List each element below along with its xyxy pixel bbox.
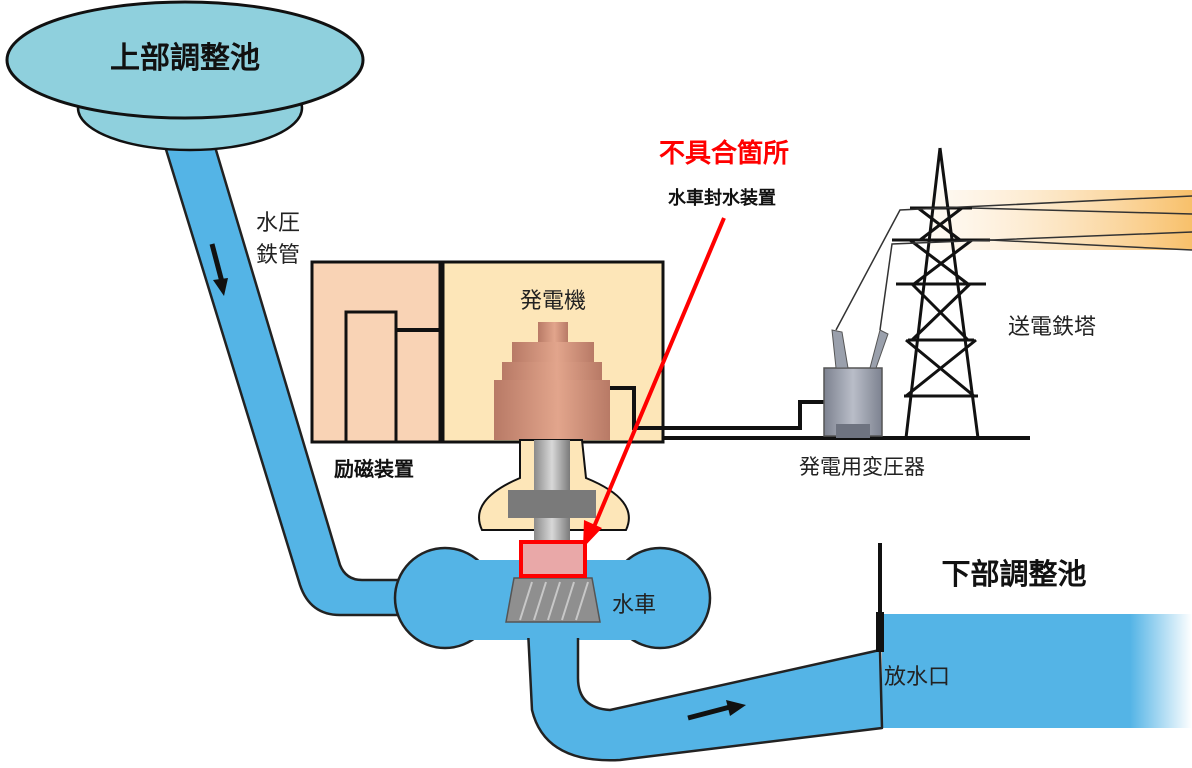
lower-reservoir-water (882, 614, 1192, 728)
transformer-label: 発電用変圧器 (799, 455, 925, 479)
shaft-coupling (508, 490, 596, 518)
transformer (823, 329, 889, 438)
generator-cable (610, 386, 826, 430)
upper-reservoir-label: 上部調整池 (110, 41, 260, 76)
upper-reservoir-surface (5, 0, 365, 120)
shaft-seal (519, 540, 587, 578)
upper-reservoir (5, 0, 365, 152)
defect-title-label: 不具合箇所 (659, 138, 789, 169)
tailrace-flow-arrow-head (726, 700, 746, 716)
exciter-label: 励磁装置 (334, 457, 414, 481)
generator (494, 322, 610, 440)
transmission-wires (835, 195, 1192, 331)
outlet-label: 放水口 (884, 665, 950, 690)
defect-part-label: 水車封水装置 (668, 187, 776, 209)
lower-reservoir-label: 下部調整池 (941, 557, 1086, 591)
turbine-runner (505, 577, 601, 623)
transmission-tower (892, 147, 990, 439)
lower-reservoir-wall-base (876, 612, 884, 652)
exciter-cabinet (344, 310, 398, 444)
penstock-label-line2: 鉄管 (256, 243, 300, 268)
draft-tube (526, 628, 884, 762)
turbine-blades (519, 581, 589, 621)
defect-callout-arrowhead (583, 520, 602, 548)
turbine-label: 水車 (612, 593, 656, 618)
tailrace-flow-arrow (687, 704, 731, 721)
penstock-label-line1: 水圧 (256, 211, 300, 236)
tower-label: 送電鉄塔 (1008, 315, 1096, 340)
penstock-flow-arrow-head (213, 278, 228, 296)
penstock-flow-arrow (209, 243, 225, 283)
generator-label: 発電機 (520, 289, 586, 314)
defect-callout-line (589, 217, 726, 535)
